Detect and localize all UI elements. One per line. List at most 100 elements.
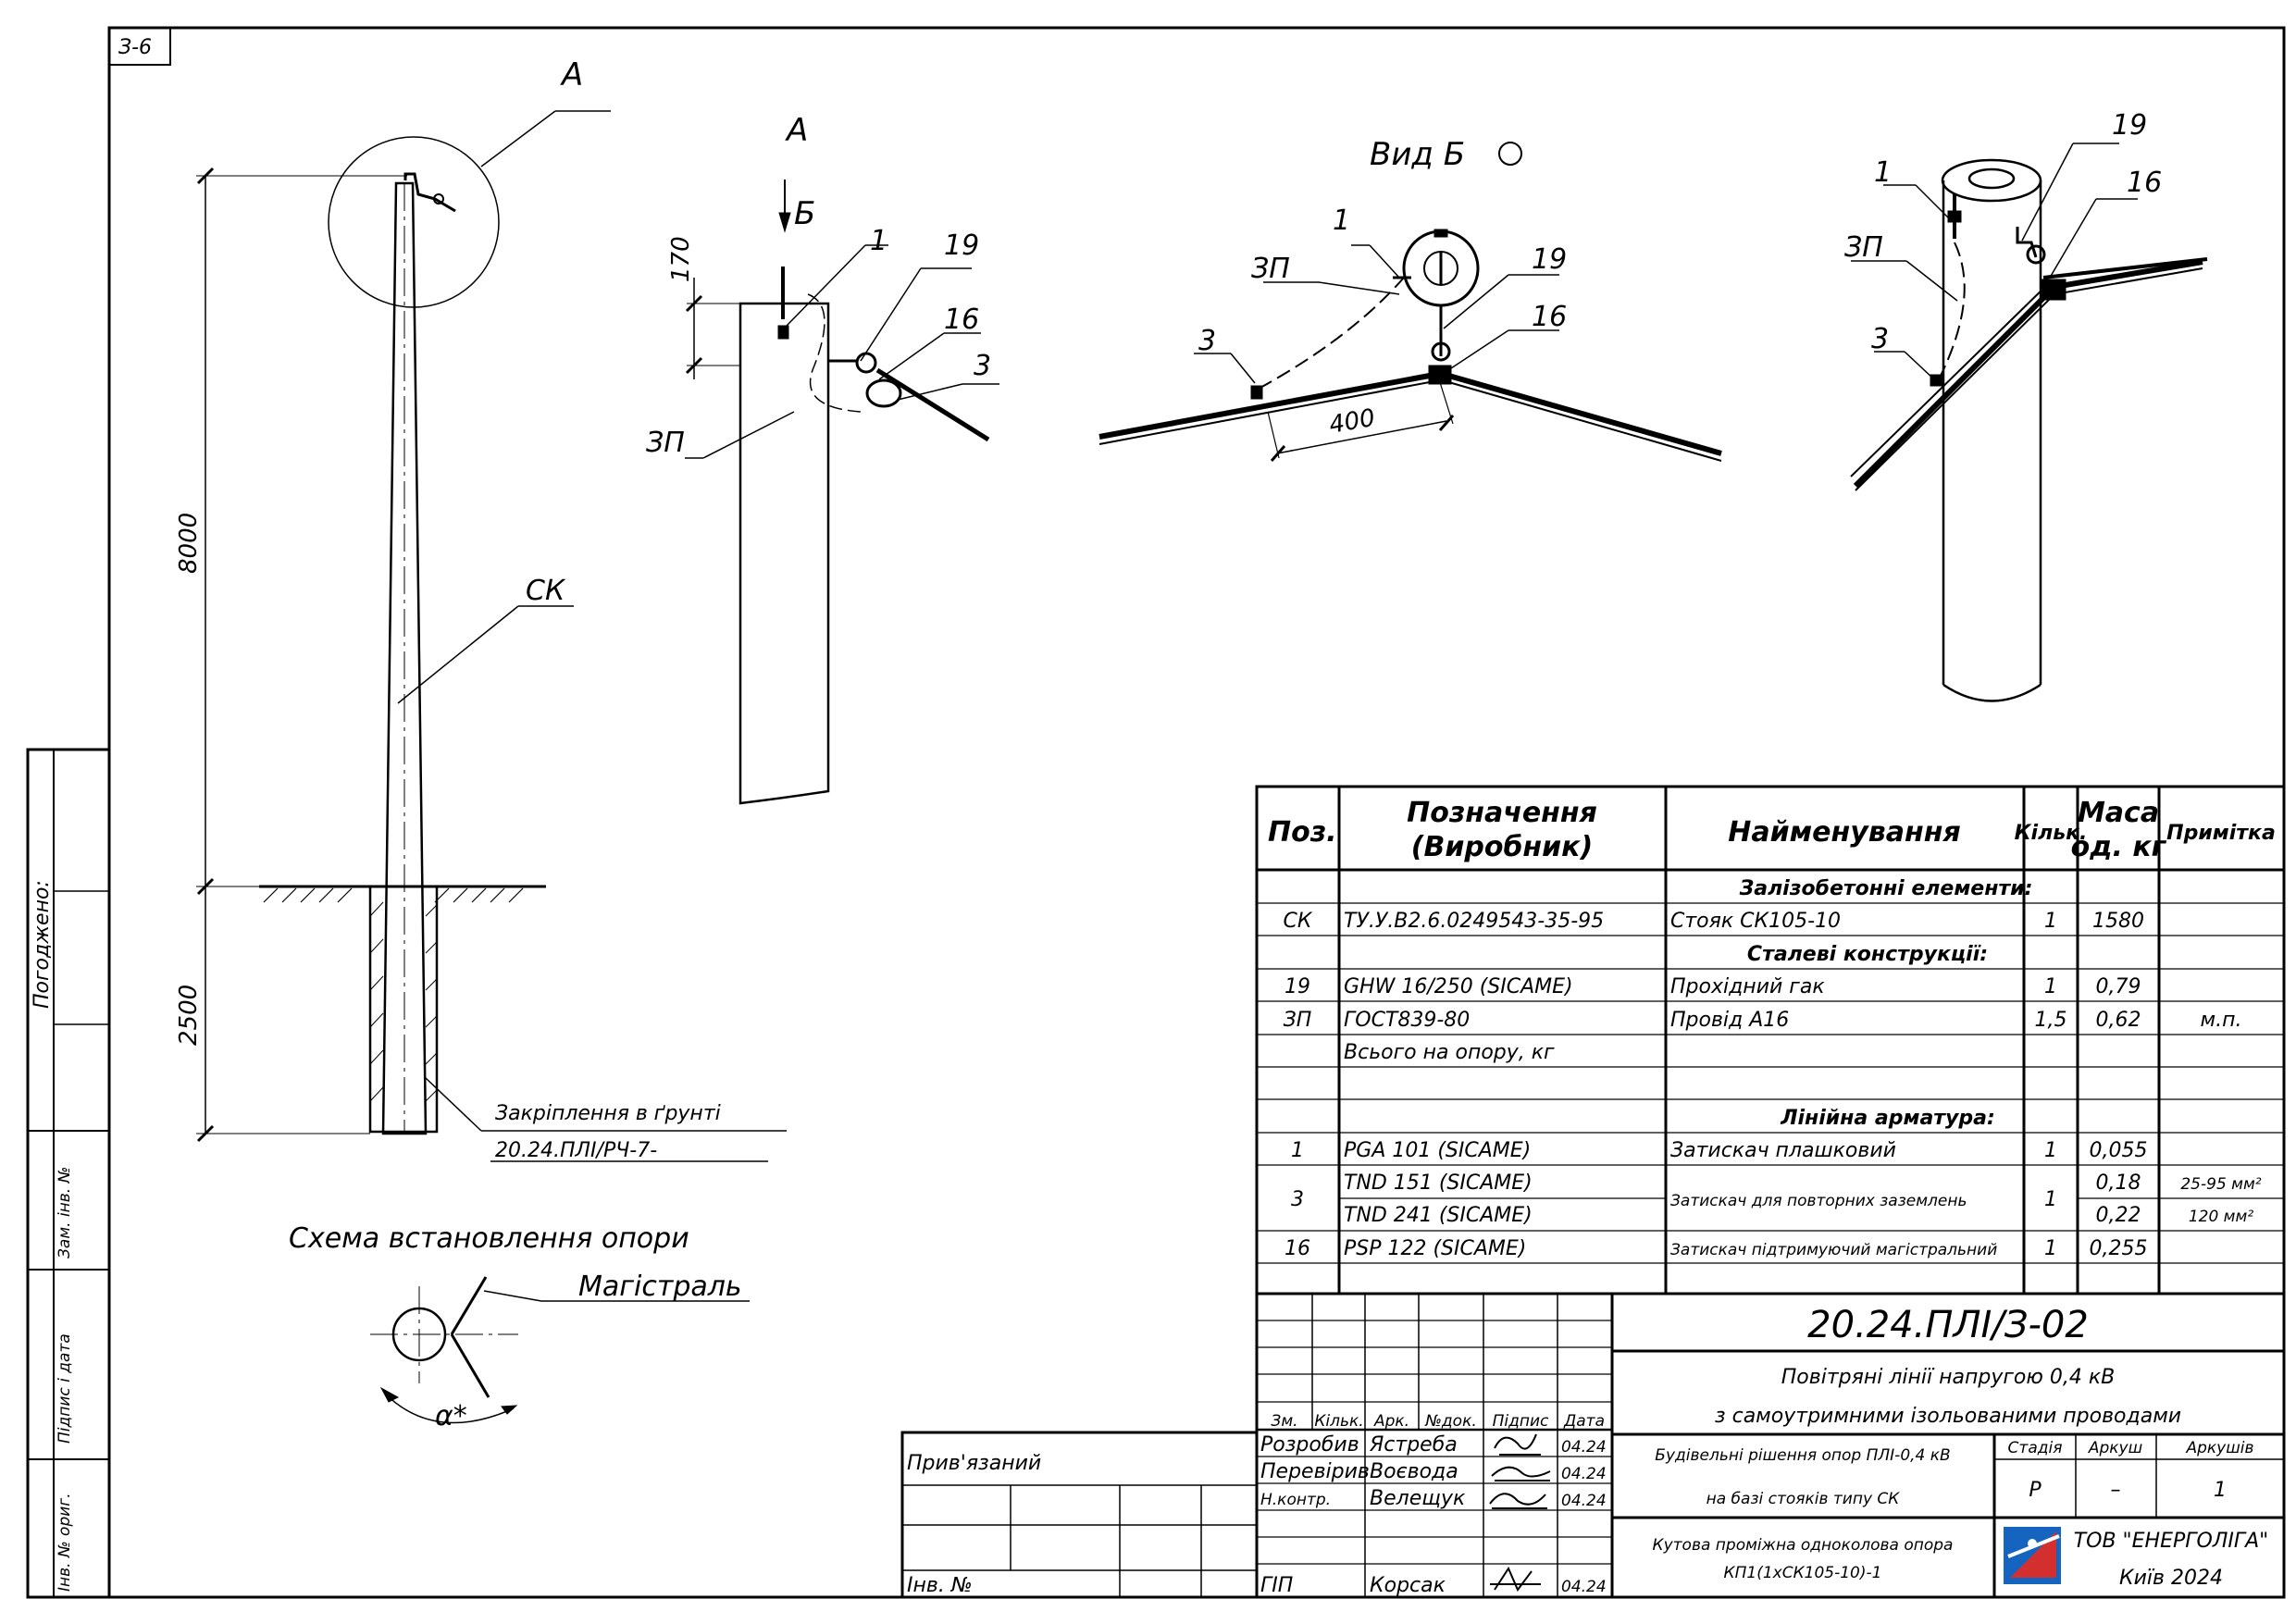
- svg-text:Кільк.: Кільк.: [1314, 1412, 1363, 1431]
- view-B-title: Вид Б: [1370, 136, 1465, 173]
- svg-text:Дата: Дата: [1563, 1412, 1605, 1431]
- side-label-signature-date: Підпис і дата: [56, 1333, 74, 1444]
- svg-text:ГІП: ГІП: [1260, 1574, 1293, 1597]
- table-row: 1 PGA 101 (SICAME) Затискач плашковий 1 …: [1291, 1139, 2147, 1162]
- signatory-row: ГІП Корсак 04.24: [1260, 1574, 1607, 1597]
- svg-text:Прохідний гак: Прохідний гак: [1670, 975, 1825, 998]
- viewA-label-1: 1: [870, 225, 887, 257]
- installation-scheme: [370, 1276, 750, 1424]
- svg-text:25-95 мм²: 25-95 мм²: [2180, 1175, 2261, 1194]
- signatory-row: Розробив Ястреба 04.24: [1260, 1433, 1607, 1457]
- table-row: 16 PSP 122 (SICAME) Затискач підтримуючи…: [1285, 1237, 2147, 1260]
- svg-text:м.п.: м.п.: [2201, 1009, 2242, 1032]
- sheet-line-1: Кутова проміжна одноколова опора: [1653, 1536, 1954, 1555]
- svg-text:0,18: 0,18: [2096, 1172, 2141, 1195]
- viewA-label-16: 16: [944, 304, 979, 336]
- svg-text:Перевірив: Перевірив: [1260, 1460, 1370, 1483]
- viewA-label-19: 19: [944, 229, 979, 262]
- side-label-agreed: Погоджено:: [31, 880, 54, 1009]
- svg-text:GHW 16/250 (SICAME): GHW 16/250 (SICAME): [1344, 975, 1573, 998]
- isometric-view: [1850, 143, 2208, 702]
- sheet-tag: З-6: [118, 36, 152, 59]
- svg-text:0,62: 0,62: [2096, 1009, 2141, 1032]
- svg-text:Підпис: Підпис: [1493, 1412, 1549, 1431]
- svg-text:ТУ.У.В2.6.0249543-35-95: ТУ.У.В2.6.0249543-35-95: [1344, 910, 1604, 933]
- table-row: ЗП ГОСТ839-80 Провід А16 1,5 0,62 м.п.: [1284, 1009, 2242, 1032]
- svg-text:TND 151 (SICAME): TND 151 (SICAME): [1344, 1172, 1533, 1195]
- svg-text:PSP 122 (SICAME): PSP 122 (SICAME): [1344, 1237, 1526, 1260]
- svg-text:1580: 1580: [2092, 910, 2144, 933]
- svg-text:Затискач плашковий: Затискач плашковий: [1670, 1139, 1896, 1162]
- svg-text:PGA 101 (SICAME): PGA 101 (SICAME): [1344, 1139, 1531, 1162]
- svg-text:Розробив: Розробив: [1260, 1433, 1359, 1457]
- svg-text:19: 19: [1285, 975, 1310, 998]
- callout-A: А: [560, 56, 583, 93]
- handwritten-signatures: [1489, 1433, 1551, 1592]
- th-pos: Поз.: [1268, 816, 1337, 849]
- side-label-orig-inv: Інв. № ориг.: [56, 1493, 74, 1592]
- svg-text:120 мм²: 120 мм²: [2189, 1208, 2254, 1226]
- viewB-label-19: 19: [1532, 243, 1567, 276]
- sheets-label: Аркушів: [2185, 1439, 2253, 1457]
- table-row: СК ТУ.У.В2.6.0249543-35-95 Стояк СК105-1…: [1284, 910, 2144, 933]
- th-designation: Позначення: [1407, 797, 1597, 829]
- svg-text:СК: СК: [1284, 910, 1313, 933]
- view-A-title: А: [785, 112, 808, 149]
- svg-text:Затискач для повторних заземле: Затискач для повторних заземлень: [1670, 1192, 1967, 1210]
- iso-label-16: 16: [2127, 167, 2162, 199]
- svg-text:Зм.: Зм.: [1271, 1412, 1297, 1431]
- sheet-label: Аркуш: [2088, 1439, 2142, 1457]
- dim-2500: 2500: [175, 985, 203, 1046]
- th-mass: Маса: [2078, 797, 2159, 829]
- sheets-value: 1: [2214, 1479, 2227, 1502]
- viewA-label-3: 3: [974, 350, 991, 382]
- svg-text:1: 1: [2044, 1139, 2057, 1162]
- part-line-1: Будівельні рішення опор ПЛІ-0,4 кВ: [1655, 1446, 1950, 1465]
- svg-text:Велещук: Велещук: [1370, 1487, 1466, 1510]
- svg-text:3: 3: [1291, 1188, 1304, 1211]
- th-mass-unit: од. кг: [2071, 831, 2167, 863]
- linked-label: Прив'язаний: [907, 1452, 1041, 1475]
- svg-text:1,5: 1,5: [2035, 1009, 2067, 1032]
- svg-text:04.24: 04.24: [1561, 1465, 1607, 1483]
- dim-400: 400: [1327, 404, 1377, 440]
- iso-label-ZP: ЗП: [1844, 231, 1883, 264]
- th-manufacturer: (Виробник): [1411, 831, 1593, 863]
- svg-text:Арк.: Арк.: [1373, 1412, 1409, 1431]
- label-magistral: Магістраль: [578, 1271, 742, 1303]
- table-row: 19 GHW 16/250 (SICAME) Прохідний гак 1 0…: [1285, 975, 2141, 998]
- th-name: Найменування: [1728, 816, 1960, 849]
- table-row: TND 151 (SICAME) 0,18 25-95 мм² 3 Затиск…: [1291, 1172, 2262, 1227]
- svg-text:Н.контр.: Н.контр.: [1260, 1491, 1331, 1509]
- section-concrete: Залізобетонні елементи:: [1739, 877, 2033, 900]
- th-qty: Кільк.: [2015, 822, 2088, 845]
- dim-170: 170: [667, 236, 695, 282]
- svg-text:Затискач підтримуючий магістра: Затискач підтримуючий магістральний: [1670, 1241, 1997, 1259]
- company-name: ТОВ "ЕНЕРГОЛІГА": [2074, 1530, 2269, 1553]
- svg-text:Ястреба: Ястреба: [1369, 1433, 1458, 1457]
- svg-text:1: 1: [1291, 1139, 1304, 1162]
- svg-text:Провід А16: Провід А16: [1670, 1009, 1789, 1032]
- sheet-line-2: КП1(1хСК105-10)-1: [1724, 1564, 1882, 1582]
- svg-text:№док.: №док.: [1424, 1412, 1477, 1431]
- view-A: [685, 180, 999, 805]
- label-SK: СК: [526, 575, 566, 607]
- viewB-label-1: 1: [1333, 205, 1350, 237]
- svg-text:16: 16: [1285, 1237, 1310, 1260]
- section-fittings: Лінійна арматура:: [1780, 1107, 1995, 1130]
- svg-text:Стояк СК105-10: Стояк СК105-10: [1670, 910, 1841, 933]
- viewA-label-ZP: ЗП: [646, 427, 685, 459]
- th-note: Примітка: [2166, 822, 2276, 845]
- ground-fixing-ref: 20.24.ПЛІ/РЧ-7-: [495, 1139, 657, 1162]
- sheet-value: –: [2111, 1479, 2121, 1502]
- ground-fixing-label: Закріплення в ґрунті: [495, 1102, 721, 1125]
- title-block-grid: [900, 1292, 2286, 1599]
- signatory-row: Перевірив Воєвода 04.24: [1260, 1460, 1607, 1483]
- svg-text:1: 1: [2044, 975, 2057, 998]
- svg-text:0,055: 0,055: [2090, 1139, 2148, 1162]
- svg-text:1: 1: [2044, 1188, 2057, 1211]
- svg-text:ГОСТ839-80: ГОСТ839-80: [1344, 1009, 1470, 1032]
- view-B: [1098, 142, 1722, 462]
- table-row: Всього на опору, кг: [1344, 1041, 1555, 1064]
- revision-column-headers: Зм. Кільк. Арк. №док. Підпис Дата: [1271, 1412, 1605, 1431]
